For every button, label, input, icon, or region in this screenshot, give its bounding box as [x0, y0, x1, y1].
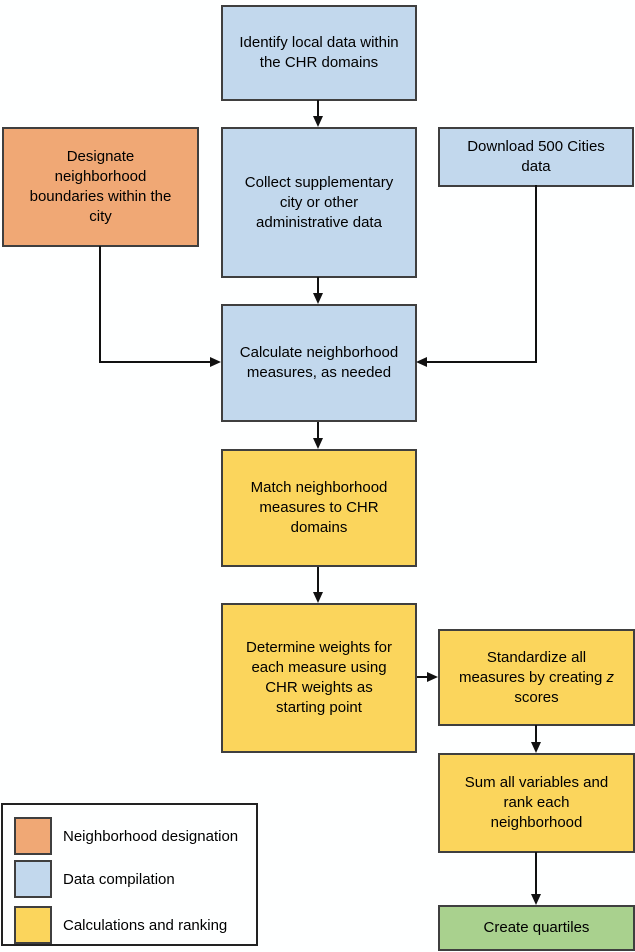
- arrow-standardize-to-sum-line: [535, 725, 537, 742]
- arrowhead-right-icon: [427, 672, 438, 682]
- arrowhead-down-icon: [313, 438, 323, 449]
- arrowhead-down-icon: [313, 592, 323, 603]
- node-identify-local-data: Identify local data within the CHR domai…: [221, 5, 417, 101]
- legend-item-data-compilation: Data compilation: [14, 860, 175, 898]
- arrow-designate-to-calculate-hline: [99, 361, 210, 363]
- legend-label: Neighborhood designation: [63, 827, 239, 845]
- arrowhead-left-icon: [416, 357, 427, 367]
- arrow-sum-to-quartiles-line: [535, 852, 537, 894]
- node-designate-neighborhood-boundaries: Designate neighborhood boundaries within…: [2, 127, 199, 247]
- arrow-determine-to-standardize-line: [417, 676, 428, 678]
- arrow-download-to-calculate-hline: [427, 361, 537, 363]
- node-download-500-cities-data: Download 500 Cities data: [438, 127, 634, 187]
- arrowhead-down-icon: [313, 293, 323, 304]
- arrow-calculate-to-match-line: [317, 422, 319, 438]
- arrow-download-to-calculate-vline: [535, 185, 537, 363]
- legend-label: Data compilation: [63, 870, 175, 888]
- legend-label: Calculations and ranking: [63, 916, 228, 934]
- node-label: Standardize all measures by creating z s…: [459, 648, 614, 708]
- arrowhead-down-icon: [313, 116, 323, 127]
- node-match-measures-to-chr-domains: Match neighborhood measures to CHR domai…: [221, 449, 417, 567]
- node-label: Sum all variables and rank each neighbor…: [464, 774, 609, 831]
- node-standardize-z-scores: Standardize all measures by creating z s…: [438, 629, 635, 726]
- arrow-match-to-determine-line: [317, 567, 319, 592]
- arrow-identify-to-collect-line: [317, 100, 319, 116]
- node-calculate-neighborhood-measures: Calculate neighborhood measures, as need…: [221, 304, 417, 422]
- arrowhead-down-icon: [531, 894, 541, 905]
- arrow-collect-to-calculate-line: [317, 277, 319, 293]
- node-label: Download 500 Cities data: [467, 138, 605, 175]
- arrowhead-down-icon: [531, 742, 541, 753]
- node-label: Designate neighborhood boundaries within…: [29, 148, 172, 225]
- node-label-part: scores: [514, 688, 559, 706]
- node-determine-weights: Determine weights for each measure using…: [221, 603, 417, 753]
- legend-item-calculations-and-ranking: Calculations and ranking: [14, 906, 227, 944]
- legend-swatch-blue: [14, 860, 52, 898]
- node-sum-variables-rank: Sum all variables and rank each neighbor…: [438, 753, 635, 853]
- node-label: Create quartiles: [483, 919, 590, 936]
- node-collect-supplementary-data: Collect supplementary city or other admi…: [221, 127, 417, 278]
- arrowhead-right-icon: [210, 357, 221, 367]
- legend-item-neighborhood-designation: Neighborhood designation: [14, 817, 238, 855]
- arrow-designate-to-calculate-vline: [99, 246, 101, 363]
- node-label-z-italic: z: [606, 668, 615, 686]
- node-label-part: Standardize all measures by creating: [458, 648, 603, 686]
- node-label: Collect supplementary city or other admi…: [244, 173, 394, 231]
- node-label: Identify local data within the CHR domai…: [239, 34, 399, 71]
- node-label: Calculate neighborhood measures, as need…: [239, 344, 399, 381]
- legend-swatch-orange: [14, 817, 52, 855]
- node-label: Determine weights for each measure using…: [246, 639, 392, 716]
- node-create-quartiles: Create quartiles: [438, 905, 635, 951]
- node-label: Match neighborhood measures to CHR domai…: [250, 479, 388, 536]
- legend-swatch-yellow: [14, 906, 52, 944]
- legend: Neighborhood designation Data compilatio…: [1, 803, 258, 946]
